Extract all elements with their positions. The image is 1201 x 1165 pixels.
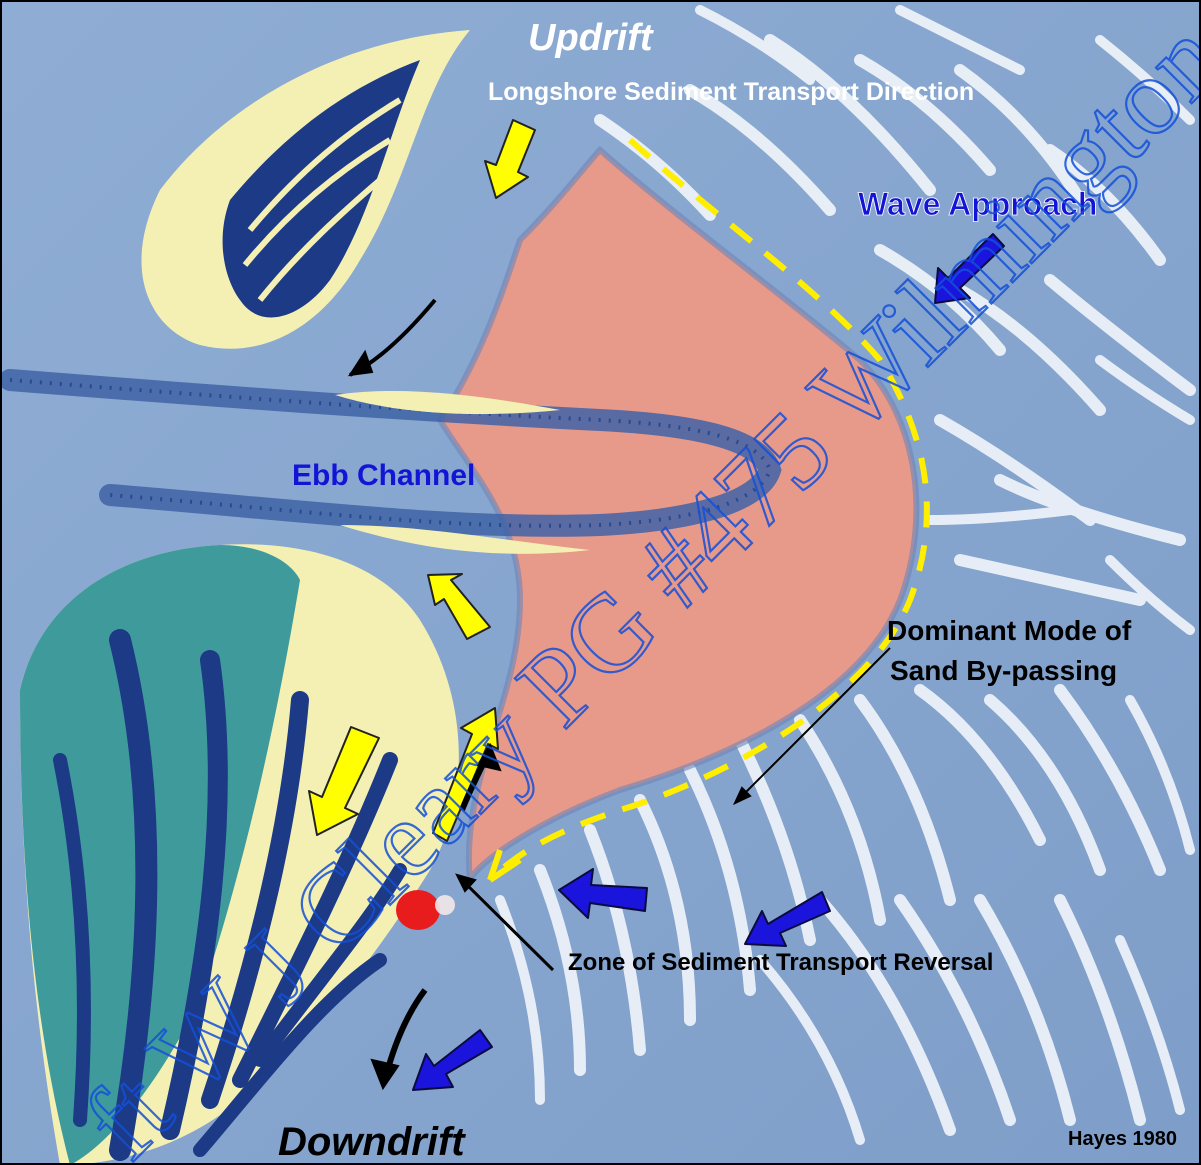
downdrift-label: Downdrift <box>278 1120 466 1164</box>
zone-reversal-label: Zone of Sediment Transport Reversal <box>568 949 993 976</box>
dominant-mode-label-line2: Sand By-passing <box>890 655 1117 686</box>
longshore-label: Longshore Sediment Transport Direction <box>488 78 974 106</box>
credit-label: Hayes 1980 <box>1068 1128 1177 1150</box>
dominant-mode-label-line1: Dominant Mode of <box>887 615 1132 646</box>
ebb-channel-label: Ebb Channel <box>292 459 475 492</box>
updrift-label: Updrift <box>528 17 654 59</box>
